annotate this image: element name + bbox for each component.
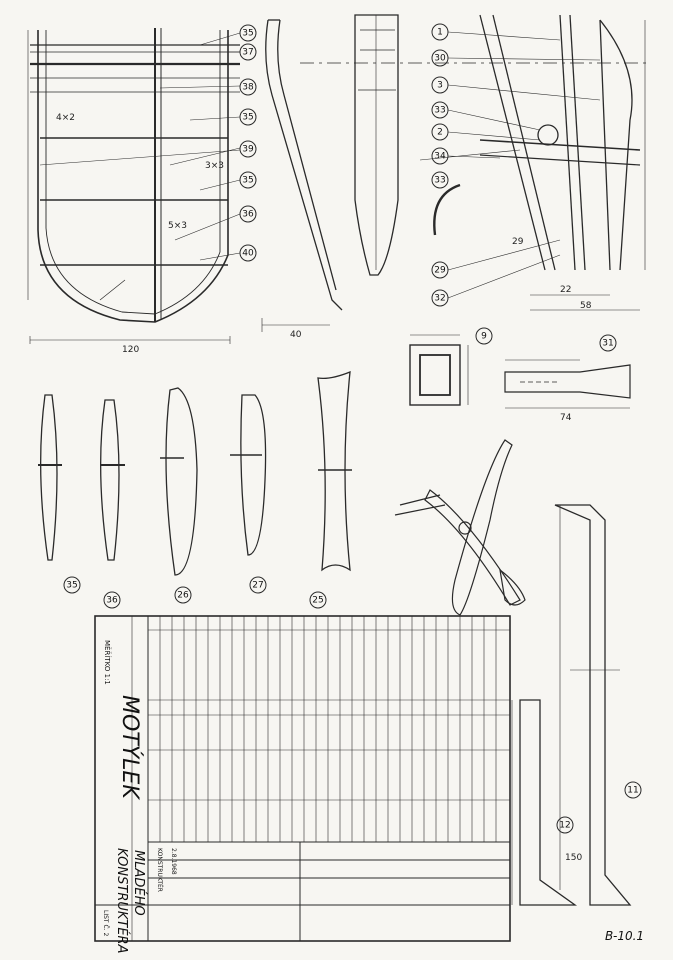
sheet-id: B-10.1 [605,929,644,943]
title-designer-group: KONSTRUKTÉR [156,848,164,892]
callout-34: 34 [434,152,446,162]
title-sheet-group: LIST Č. 2 [102,910,109,936]
callout-35-prop: 35 [66,581,77,591]
title-magazine-group: MLADÉHO [131,850,147,916]
wing-panel [27,28,241,344]
callout-3: 3 [437,81,443,91]
callout-36: 36 [242,210,254,220]
part-profiles-row [38,370,352,576]
airplane-sketch [394,439,526,616]
part-9-frame [409,327,493,406]
callout-9: 9 [481,332,487,342]
callout-33b: 33 [434,176,445,186]
part-11-tall [554,504,642,906]
dim-5x3: 5×3 [168,221,187,231]
title-magazine-group-2: KONSTRUKTÉRA [114,848,130,953]
dim-22: 22 [560,285,571,295]
title-date-group: 2.8.1968 [170,848,177,875]
fuselage-callouts [431,23,449,307]
callout-25: 25 [312,596,323,606]
model-name: MOTÝLEK [117,695,143,800]
dim-74: 74 [560,413,572,423]
wing-tip-side-view [261,19,343,332]
callout-30: 30 [434,54,446,64]
dim-4x2: 4×2 [56,113,75,123]
callout-31: 31 [602,339,613,349]
dim-150: 150 [565,853,582,863]
callout-1: 1 [437,28,443,38]
designer-label: KONSTRUKTÉR [156,848,164,892]
callout-36-prop: 36 [106,596,118,606]
callout-40: 40 [242,249,254,259]
profile-callouts [63,576,327,609]
scale-label: MĚŘÍTKO 1:1 [103,640,112,685]
callout-27: 27 [252,581,263,591]
callout-26: 26 [177,591,189,601]
magazine-line-2: KONSTRUKTÉRA [114,848,130,953]
callout-33: 33 [434,106,445,116]
part-12 [511,699,578,906]
callout-37: 37 [242,48,253,58]
callout-2: 2 [437,128,443,138]
callout-39: 39 [242,145,254,155]
callout-11: 11 [627,786,638,796]
callout-35b: 35 [242,113,253,123]
dim-40: 40 [290,330,302,340]
part-31-strip [504,334,631,409]
fuselage-detail [300,14,650,311]
sheet-label: LIST Č. 2 [102,910,109,936]
title-model-name-group: MOTÝLEK [117,695,143,800]
callout-35a: 35 [242,29,253,39]
callout-38: 38 [242,83,254,93]
callout-29: 29 [434,266,446,276]
callout-12: 12 [559,821,570,831]
dim-29: 29 [512,237,524,247]
dim-3x3: 3×3 [205,161,224,171]
dim-120: 120 [122,345,139,355]
parts-list-table [94,615,511,942]
callout-32: 32 [434,294,445,304]
dim-58: 58 [580,301,592,311]
magazine-line-1: MLADÉHO [131,850,147,916]
title-scale-group: MĚŘÍTKO 1:1 [103,640,112,685]
callout-35c: 35 [242,176,253,186]
wing-callouts [239,24,257,262]
date-label: 2.8.1968 [170,848,177,875]
